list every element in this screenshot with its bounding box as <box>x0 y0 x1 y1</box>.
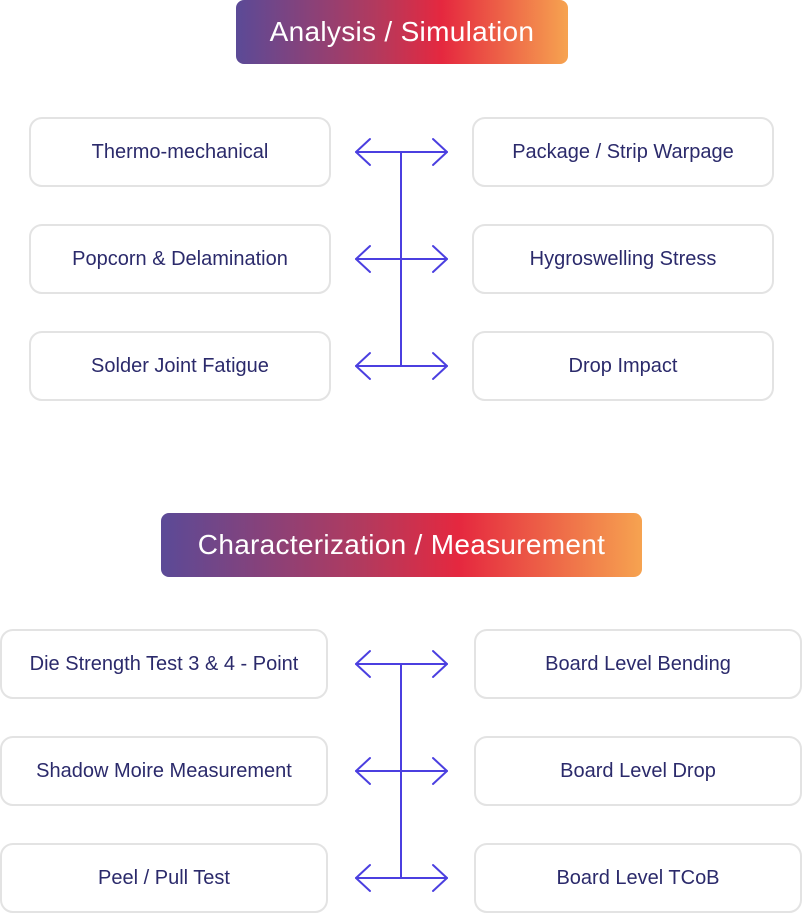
card-board-level-bending: Board Level Bending <box>474 629 802 699</box>
section-title-analysis-simulation: Analysis / Simulation <box>236 0 568 64</box>
double-headed-arrow-icon <box>355 138 448 166</box>
card-peel-pull-test: Peel / Pull Test <box>0 843 328 913</box>
section-title-characterization-measurement: Characterization / Measurement <box>161 513 642 577</box>
card-solder-joint-fatigue: Solder Joint Fatigue <box>29 331 331 401</box>
card-hygroswelling-stress: Hygroswelling Stress <box>472 224 774 294</box>
card-die-strength-test: Die Strength Test 3 & 4 - Point <box>0 629 328 699</box>
card-shadow-moire-measurement: Shadow Moire Measurement <box>0 736 328 806</box>
double-headed-arrow-icon <box>355 650 448 678</box>
card-board-level-tcob: Board Level TCoB <box>474 843 802 913</box>
card-thermo-mechanical: Thermo-mechanical <box>29 117 331 187</box>
card-popcorn-delamination: Popcorn & Delamination <box>29 224 331 294</box>
double-headed-arrow-icon <box>355 864 448 892</box>
card-board-level-drop: Board Level Drop <box>474 736 802 806</box>
card-package-strip-warpage: Package / Strip Warpage <box>472 117 774 187</box>
double-headed-arrow-icon <box>355 245 448 273</box>
card-drop-impact: Drop Impact <box>472 331 774 401</box>
double-headed-arrow-icon <box>355 757 448 785</box>
double-headed-arrow-icon <box>355 352 448 380</box>
